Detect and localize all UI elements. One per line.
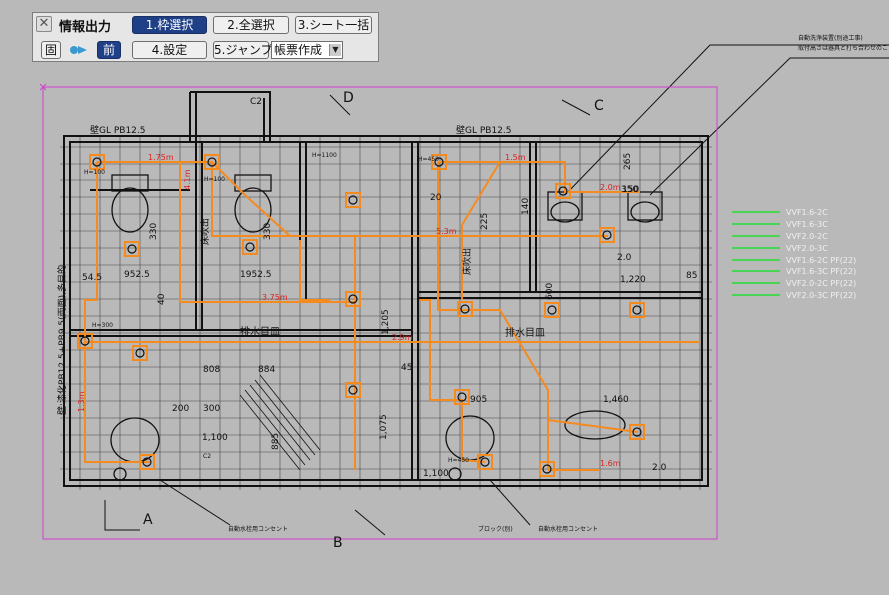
dim: 1,460: [603, 395, 629, 405]
dim: 140: [521, 198, 531, 215]
red-dim: 4.1m: [183, 169, 192, 190]
jump-button[interactable]: 5.ジャンプ: [213, 41, 273, 59]
dim: 808: [203, 365, 220, 375]
dim: 300: [203, 404, 220, 414]
dim: 265: [623, 153, 633, 170]
dim: 330: [149, 223, 159, 240]
print-frame: [42, 86, 718, 540]
device-symbols: [80, 157, 642, 474]
wiring: [84, 161, 700, 471]
grid-label: C2: [250, 97, 262, 107]
section-marker-d: D: [343, 90, 354, 106]
dim: 200: [172, 404, 189, 414]
hatch: [239, 374, 321, 471]
leader-lines: [104, 44, 889, 536]
dim: 600: [545, 283, 555, 300]
legend-item: VVF2.0-2C: [786, 232, 828, 241]
room-label: 床吹出: [199, 218, 211, 245]
height-label: H=450: [418, 156, 439, 163]
dim: 905: [470, 395, 487, 405]
red-dim: 1.75m: [148, 153, 174, 162]
dim: 20: [430, 193, 442, 203]
grid-lines: [60, 135, 712, 490]
dim: 2.0: [617, 253, 632, 263]
wall-label: 壁GL PB12.5: [90, 124, 146, 136]
legend-item: VVF1.6-2C: [786, 208, 828, 217]
dim: 85: [686, 271, 697, 281]
legend-item: VVF2.0-3C PF(22): [786, 291, 856, 300]
height-label: H=450: [448, 457, 469, 464]
red-dim: 5.3m: [436, 227, 457, 236]
red-dim: 2.9m: [392, 333, 413, 342]
room-label: 排水目皿: [505, 326, 545, 339]
dim: 1,100: [202, 433, 228, 443]
red-dim: 1.6m: [600, 459, 621, 468]
note: 自動洗浄装置(別途工事): [798, 34, 863, 42]
dim: 1,100: [423, 469, 449, 479]
red-dim: 1.5m: [505, 153, 526, 162]
note: 自動水栓用コンセント: [538, 525, 598, 533]
section-marker-c: C: [594, 98, 604, 114]
dim: 1,205: [381, 309, 391, 335]
select-all-button[interactable]: 2.全選択: [213, 16, 289, 34]
grid-label: C2: [203, 453, 211, 460]
dropdown-value: 帳票作成: [274, 43, 323, 57]
legend-item: VVF1.6-3C PF(22): [786, 267, 856, 276]
chevron-down-icon[interactable]: ▼: [329, 44, 341, 56]
palette-title: 情報出力: [59, 20, 112, 35]
devices: [77, 154, 645, 477]
dim: 54.5: [82, 273, 102, 283]
info-output-palette[interactable]: ✕ 情報出力 1.枠選択 2.全選択 3.シート一括 固 前 4.設定 5.ジャ…: [32, 12, 379, 62]
settings-button[interactable]: 4.設定: [132, 41, 207, 59]
report-type-dropdown[interactable]: 帳票作成 ▼: [271, 41, 343, 59]
dim: 2.0: [652, 463, 667, 473]
dim: 225: [480, 213, 490, 230]
legend-item: VVF2.0-3C: [786, 244, 828, 253]
dim: 1,220: [620, 275, 646, 285]
dim: 330: [263, 223, 273, 240]
walls: [63, 91, 709, 487]
height-label: H=1100: [312, 152, 337, 159]
dim: 952.5: [124, 270, 150, 280]
height-label: H=100: [84, 169, 105, 176]
height-label: H=100: [204, 176, 225, 183]
legend-item: VVF2.0-2C PF(22): [786, 279, 856, 288]
front-button[interactable]: 前: [97, 41, 121, 59]
room-label: 排水目皿: [240, 325, 280, 338]
frame-select-button[interactable]: 1.枠選択: [132, 16, 207, 34]
close-icon[interactable]: ✕: [36, 16, 52, 32]
dim: 884: [258, 365, 275, 375]
wall-label: 壁GL PB12.5: [456, 124, 512, 136]
dim: 885: [271, 433, 281, 450]
note: 自動水栓用コンセント: [228, 525, 288, 533]
dim: 1952.5: [240, 270, 272, 280]
room-label: 床吹出: [461, 248, 473, 275]
arrow-right-icon[interactable]: [69, 44, 89, 56]
red-dim: 3.75m: [262, 293, 288, 302]
red-dim: 1.3m: [77, 391, 86, 412]
sheet-batch-button[interactable]: 3.シート一括: [295, 16, 372, 34]
dim: 40: [157, 293, 167, 305]
fix-button[interactable]: 固: [41, 41, 61, 59]
red-dim: 2.0m: [600, 183, 621, 192]
dim: 1,075: [379, 414, 389, 440]
section-marker-b: B: [333, 535, 343, 551]
dim: 150: [622, 185, 639, 195]
legend-item: VVF1.6-2C PF(22): [786, 256, 856, 265]
section-marker-a: A: [143, 512, 153, 528]
dim: 350: [621, 185, 638, 195]
legend: VVF1.6-2C VVF1.6-3C VVF2.0-2C VVF2.0-3C …: [732, 208, 856, 300]
note: 取付高さは器具と打ち合わせのこと: [798, 44, 889, 52]
note: ブロック(別): [478, 525, 513, 533]
height-label: H=300: [92, 322, 113, 329]
legend-item: VVF1.6-3C: [786, 220, 828, 229]
wall-note: 壁:漆化PB12.5+PB9.5(両面),多目的: [56, 265, 68, 415]
dim: 45: [401, 363, 412, 373]
